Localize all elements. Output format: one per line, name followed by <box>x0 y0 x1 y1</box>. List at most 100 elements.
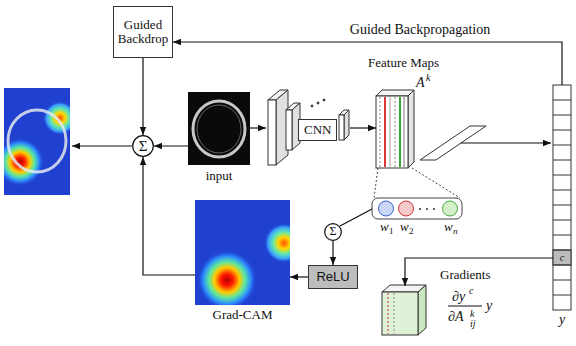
output-vector: cy <box>553 85 571 310</box>
grad-cam-heatmap <box>264 223 290 263</box>
feature-map-stack <box>395 97 396 167</box>
connector-arrow <box>250 127 266 128</box>
cnn-layers <box>286 110 292 150</box>
vector-label: y <box>559 312 565 328</box>
sum-circle: Σ <box>132 135 154 157</box>
feature-map-stack <box>376 90 414 168</box>
weight-group <box>379 201 394 216</box>
feature-map-stack <box>380 97 381 167</box>
relu-box: ReLU <box>308 265 358 289</box>
output-vector-cells <box>553 85 571 310</box>
dense-arrow <box>461 142 551 143</box>
feature-maps-title: Feature Maps <box>368 56 439 71</box>
gradients-stack: Gradients <box>382 286 428 336</box>
cnn-layers <box>317 102 319 104</box>
grad-cam-heatmap <box>197 250 257 305</box>
weight-group <box>419 208 421 210</box>
relu-label: ReLU <box>316 270 349 284</box>
output-vector-cells <box>553 85 571 310</box>
cnn-layers <box>344 110 349 140</box>
box-label: Guided Backdrop <box>117 18 169 47</box>
circle-shape <box>133 136 154 157</box>
overlay-heatmap <box>4 88 70 195</box>
cnn-layers <box>339 115 344 140</box>
formula-denominator: ∂A <box>448 309 463 324</box>
weight-group <box>443 201 458 216</box>
cnn-layers <box>323 99 325 101</box>
connector-arrow <box>173 42 562 85</box>
subscript: n <box>453 227 458 237</box>
feature-maps: Feature Maps <box>376 96 414 168</box>
edge-label: Guided Backpropagation <box>348 22 492 38</box>
connector-arrow <box>350 127 376 128</box>
weight-symbol: w <box>444 220 453 234</box>
weight-group <box>372 198 462 219</box>
input-image: input <box>188 92 250 165</box>
weight-group <box>374 168 378 198</box>
weight-group <box>399 201 414 216</box>
cnn-layers <box>311 105 313 107</box>
connector-arrow <box>143 157 195 275</box>
image-caption: input <box>206 169 233 184</box>
superscript: k <box>426 72 430 83</box>
circle-shape <box>325 224 342 241</box>
feature-map-stack <box>404 97 405 167</box>
connector-arrow <box>405 258 553 286</box>
feature-map-stack <box>408 90 414 168</box>
sum-circle: Σ <box>324 223 342 241</box>
feature-map-symbol: A <box>416 75 425 90</box>
class-cell-label: c <box>553 250 571 265</box>
superscript: k <box>470 308 474 319</box>
cnn-block: CNN <box>266 90 350 168</box>
weight-group <box>433 208 435 210</box>
weight-symbol: w <box>380 220 389 234</box>
image-caption: Grad-CAM <box>213 308 273 323</box>
sum-symbol: Σ <box>330 225 337 238</box>
guided-backdrop-box: Guided Backdrop <box>113 6 173 58</box>
subscript: 1 <box>389 227 394 237</box>
gradient-stack <box>394 293 395 334</box>
overlay-heatmap <box>8 110 66 172</box>
output-arrow <box>72 145 132 146</box>
sum-symbol: Σ <box>139 138 148 155</box>
grad-cam-map: Grad-CAM <box>195 200 290 305</box>
connector-arrow <box>142 58 143 135</box>
weight-group <box>340 168 462 226</box>
superscript: c <box>469 285 473 296</box>
output-vector-cells <box>553 100 571 295</box>
connector-arrow <box>290 276 308 277</box>
cnn-layers <box>268 90 349 165</box>
grad-cam-heatmap <box>195 200 290 305</box>
feature-map-stack <box>384 97 386 167</box>
fraction-bar <box>448 306 482 307</box>
cnn-layers <box>268 100 276 165</box>
feature-map-stack <box>390 97 391 167</box>
input-picture <box>188 92 250 165</box>
overlay-heatmap <box>4 138 44 186</box>
weight-group <box>426 208 428 210</box>
input-picture <box>193 101 245 157</box>
input-picture <box>197 105 241 153</box>
weight-group <box>340 209 372 226</box>
output-vector-cells <box>553 250 571 265</box>
subscript: 2 <box>409 227 414 237</box>
gradient-stack <box>382 292 418 335</box>
gradient-stack <box>388 293 389 334</box>
gradients-title: Gradients <box>440 268 491 283</box>
feature-map-stack <box>399 97 401 167</box>
feature-map-stack <box>376 96 408 168</box>
input-picture <box>188 92 250 165</box>
gradient-stack <box>382 285 426 335</box>
connector-arrow <box>332 241 333 265</box>
formula-numerator: ∂y <box>452 289 465 304</box>
weight-symbol: w <box>400 220 409 234</box>
weight-group <box>412 168 460 198</box>
connector-arrow <box>154 145 188 146</box>
gradient-stack <box>418 285 426 335</box>
formula-term: y <box>486 298 492 313</box>
cnn-label: CNN <box>298 119 337 141</box>
subscript: ij <box>470 318 476 329</box>
